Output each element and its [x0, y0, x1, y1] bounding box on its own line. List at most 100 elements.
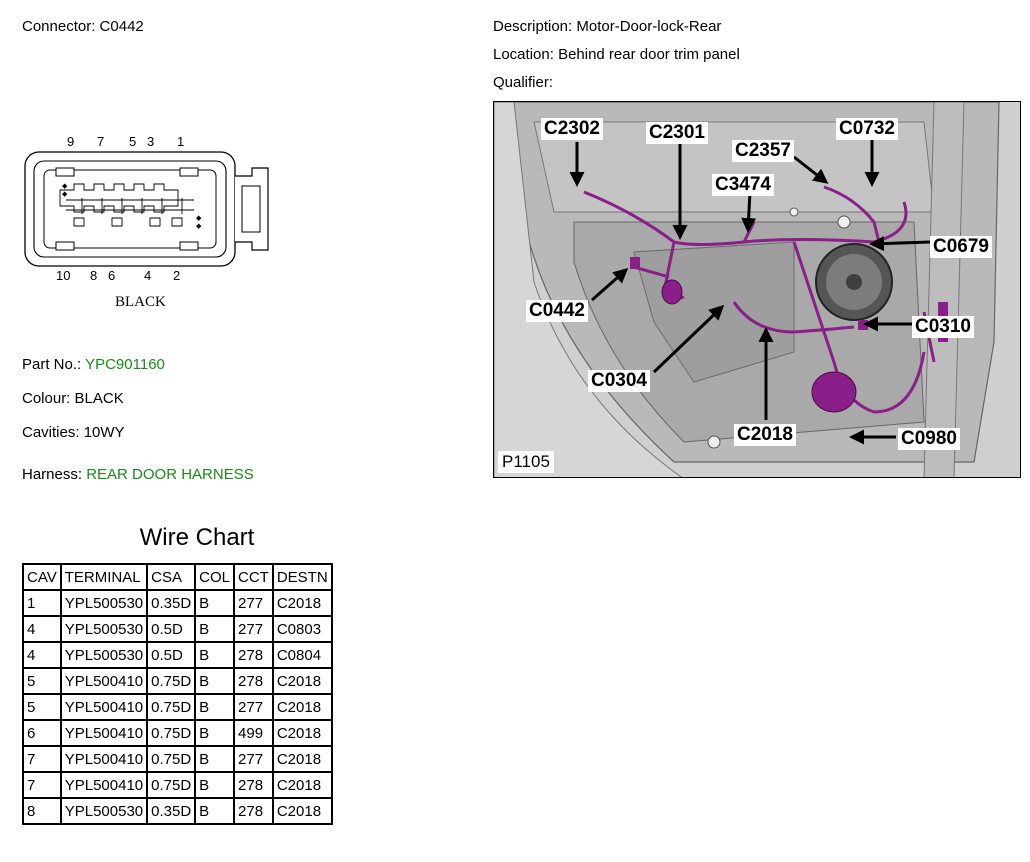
colour-line: Colour: BLACK — [22, 390, 124, 407]
table-cell: 6 — [22, 719, 62, 747]
location-illustration: C2302 C2301 C2357 C0732 C3474 C0679 C044… — [493, 101, 1021, 478]
wire-chart-title: Wire Chart — [139, 524, 255, 551]
location-line: Location: Behind rear door trim panel — [493, 46, 740, 63]
photo-code: P1105 — [498, 451, 554, 473]
harness-link[interactable]: REAR DOOR HARNESS — [86, 466, 254, 483]
table-header-row: CAV TERMINAL CSA COL CCT DESTN — [22, 563, 333, 591]
table-cell: C2018 — [271, 771, 333, 799]
part-number-link[interactable]: YPC901160 — [85, 356, 165, 373]
table-cell: B — [194, 745, 236, 773]
table-cell: 277 — [233, 745, 274, 773]
pin-number-top: 3 — [147, 134, 154, 149]
pin-number-bottom: 4 — [144, 268, 151, 283]
callout-c2301: C2301 — [646, 122, 708, 144]
table-cell: C0803 — [271, 615, 333, 643]
table-cell: C2018 — [271, 667, 333, 695]
pin-number-bottom: 6 — [108, 268, 115, 283]
table-cell: YPL500410 — [59, 667, 149, 695]
table-cell: 278 — [233, 771, 274, 799]
table-cell: 7 — [22, 745, 62, 773]
table-cell: 278 — [233, 641, 274, 669]
column-header: CAV — [22, 563, 62, 591]
column-header: CSA — [146, 563, 197, 591]
table-cell: YPL500410 — [59, 719, 149, 747]
callout-c2357: C2357 — [732, 140, 794, 162]
table-cell: 277 — [233, 615, 274, 643]
table-cell: B — [194, 719, 236, 747]
svg-text:◆: ◆ — [196, 222, 202, 230]
pin-number-top: 9 — [67, 134, 74, 149]
table-cell: 4 — [22, 641, 62, 669]
table-cell: 0.35D — [146, 589, 197, 617]
pin-number-bottom: 10 — [56, 268, 70, 283]
callout-c0304: C0304 — [588, 370, 650, 392]
table-cell: 0.5D — [146, 641, 197, 669]
table-cell: B — [194, 589, 236, 617]
table-cell: B — [194, 693, 236, 721]
table-cell: C2018 — [271, 693, 333, 721]
connector-id: Connector: C0442 — [22, 18, 144, 35]
table-cell: 8 — [22, 797, 62, 825]
table-cell: B — [194, 641, 236, 669]
table-cell: 499 — [233, 719, 274, 747]
table-cell: YPL500410 — [59, 745, 149, 773]
table-cell: YPL500530 — [59, 797, 149, 825]
table-cell: 0.75D — [146, 745, 197, 773]
table-cell: YPL500530 — [59, 641, 149, 669]
pin-number-top: 5 — [129, 134, 136, 149]
table-cell: B — [194, 615, 236, 643]
table-cell: 5 — [22, 667, 62, 695]
table-cell: C2018 — [271, 719, 333, 747]
table-cell: B — [194, 771, 236, 799]
cavities-line: Cavities: 10WY — [22, 424, 125, 441]
table-cell: 4 — [22, 615, 62, 643]
callout-c0732: C0732 — [836, 118, 898, 140]
part-number-line: Part No.: YPC901160 — [22, 356, 165, 373]
callout-c3474: C3474 — [712, 174, 774, 196]
table-cell: 0.75D — [146, 667, 197, 695]
table-cell: C2018 — [271, 745, 333, 773]
column-header: CCT — [233, 563, 274, 591]
table-cell: YPL500530 — [59, 615, 149, 643]
table-cell: B — [194, 797, 236, 825]
connector-face-diagram: 9 7 5 3 1 10 8 6 4 2 BLACK ◆◆ ◆◆ — [24, 134, 269, 310]
table-cell: C2018 — [271, 797, 333, 825]
column-header: TERMINAL — [59, 563, 149, 591]
harness-line: Harness: REAR DOOR HARNESS — [22, 466, 254, 483]
table-cell: 7 — [22, 771, 62, 799]
pin-number-bottom: 8 — [90, 268, 97, 283]
column-header: DESTN — [271, 563, 333, 591]
callout-c2302: C2302 — [541, 118, 603, 140]
pin-number-top: 1 — [177, 134, 184, 149]
table-cell: YPL500410 — [59, 771, 149, 799]
table-cell: 0.75D — [146, 771, 197, 799]
callout-c0679: C0679 — [930, 236, 992, 258]
svg-text:◆: ◆ — [196, 214, 202, 222]
table-cell: 0.5D — [146, 615, 197, 643]
table-cell: 0.35D — [146, 797, 197, 825]
callout-c0442: C0442 — [526, 300, 588, 322]
table-cell: 1 — [22, 589, 62, 617]
table-cell: YPL500530 — [59, 589, 149, 617]
callout-c2018: C2018 — [734, 424, 796, 446]
table-cell: B — [194, 667, 236, 695]
table-cell: 0.75D — [146, 693, 197, 721]
pin-number-bottom: 2 — [173, 268, 180, 283]
table-cell: 277 — [233, 693, 274, 721]
description-line: Description: Motor-Door-lock-Rear — [493, 18, 722, 35]
svg-text:◆: ◆ — [62, 190, 68, 198]
table-cell: C2018 — [271, 589, 333, 617]
svg-text:◆: ◆ — [62, 182, 68, 190]
pin-number-top: 7 — [97, 134, 104, 149]
callout-c0980: C0980 — [898, 428, 960, 450]
